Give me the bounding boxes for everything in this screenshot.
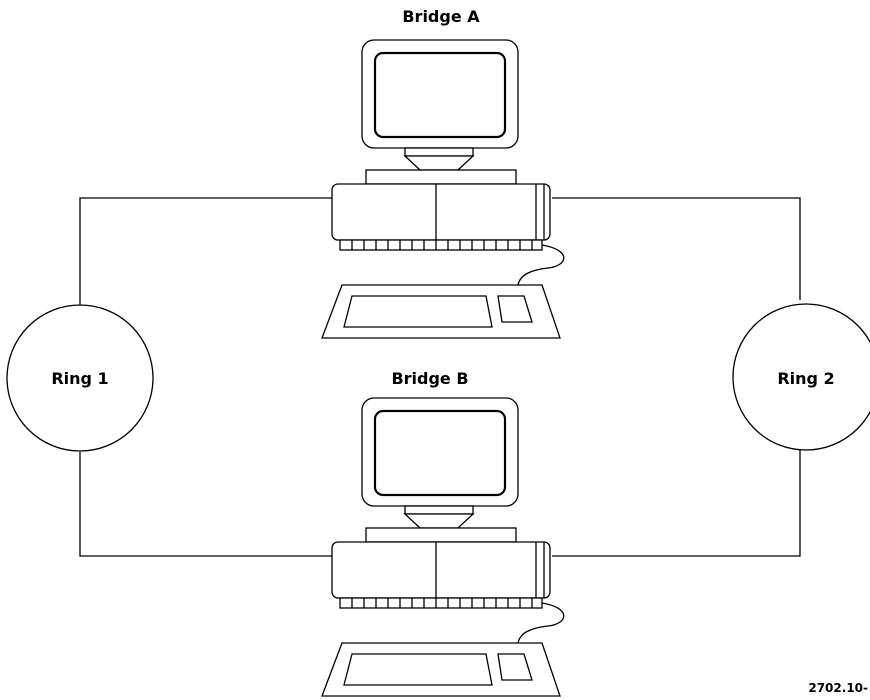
link-bridge-b-ring2	[552, 447, 800, 556]
ring-2: Ring 2	[733, 304, 870, 450]
ring-2-label: Ring 2	[777, 369, 834, 388]
link-bridge-a-ring2	[552, 198, 800, 300]
ring-1: Ring 1	[7, 305, 153, 451]
bridge-a-label: Bridge A	[402, 7, 480, 26]
link-ring1-bridge-b	[80, 452, 336, 556]
link-ring1-bridge-a	[80, 198, 336, 305]
bridge-a-computer-icon	[322, 40, 564, 338]
bridge-b-label: Bridge B	[391, 369, 468, 388]
ring-1-label: Ring 1	[51, 369, 108, 388]
figure-id: 2702.10-	[808, 681, 868, 695]
bridge-b-computer-icon	[322, 398, 564, 696]
